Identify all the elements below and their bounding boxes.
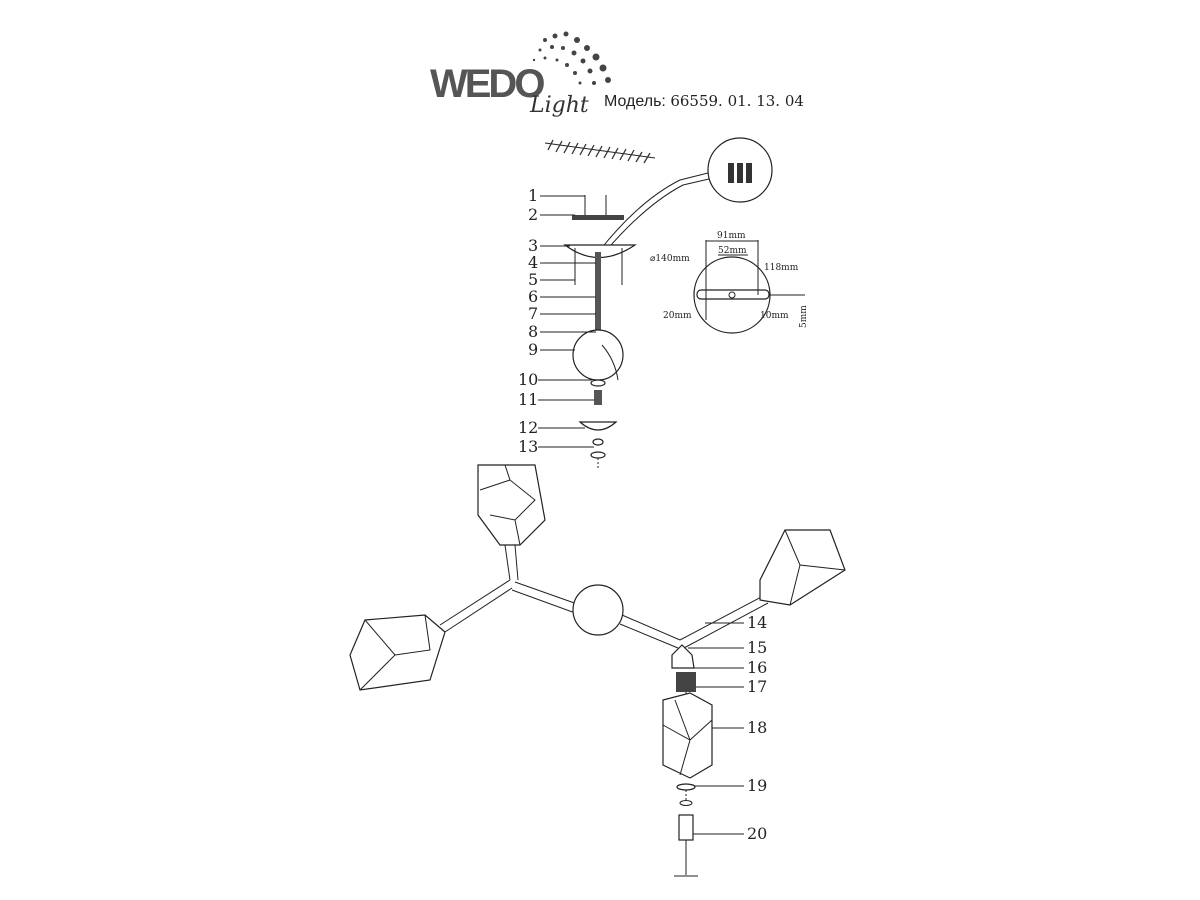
part-number-label: 19 xyxy=(747,776,767,795)
logo-wordmark: WEDO xyxy=(430,62,544,106)
ceiling-hatch xyxy=(544,139,656,164)
part-number-label: 17 xyxy=(747,677,767,696)
part-number-label: 10 xyxy=(518,370,538,389)
part-number-label: 6 xyxy=(528,287,538,306)
part-number-label: 12 xyxy=(518,418,538,437)
dim-width-outer: 91mm xyxy=(717,231,746,241)
dim-diameter: ⌀140mm xyxy=(650,254,690,264)
dim-left-offset: 20mm xyxy=(663,311,692,321)
bracket-detail: 91mm 52mm ⌀140mm 118mm 20mm 10mm 5mm xyxy=(650,231,809,334)
part-number-label: 20 xyxy=(747,824,767,843)
mounting-assembly xyxy=(563,195,637,470)
part-number-label: 4 xyxy=(528,253,538,272)
dim-thickness: 5mm xyxy=(799,305,809,328)
part-number-label: 16 xyxy=(747,658,767,677)
dim-right-offset: 10mm xyxy=(760,311,789,321)
part-number-label: 11 xyxy=(518,390,538,409)
part-number-label: 7 xyxy=(528,304,538,323)
part-number-label: 2 xyxy=(528,205,538,224)
model-caption: Модель: 66559. 01. 13. 04 xyxy=(604,92,804,111)
part-number-label: 13 xyxy=(518,437,538,456)
part-number-label: 5 xyxy=(528,270,538,289)
dim-width-inner: 52mm xyxy=(718,246,747,256)
wire-connection xyxy=(599,137,773,253)
part-number-label: 9 xyxy=(528,340,538,359)
part-number-label: 18 xyxy=(747,718,767,737)
dim-length: 118mm xyxy=(764,263,799,273)
part-number-label: 1 xyxy=(528,186,538,205)
part-number-label: 8 xyxy=(528,322,538,341)
part-number-label: 14 xyxy=(747,613,767,632)
brand-logo: WEDO Light xyxy=(430,31,611,118)
part-number-label: 15 xyxy=(747,638,767,657)
logo-script: Light xyxy=(529,93,589,118)
part-number-label: 3 xyxy=(528,236,538,255)
model-number: 66559. 01. 13. 04 xyxy=(670,92,804,110)
chandelier-body xyxy=(349,464,846,877)
model-label: Модель: xyxy=(604,93,666,110)
